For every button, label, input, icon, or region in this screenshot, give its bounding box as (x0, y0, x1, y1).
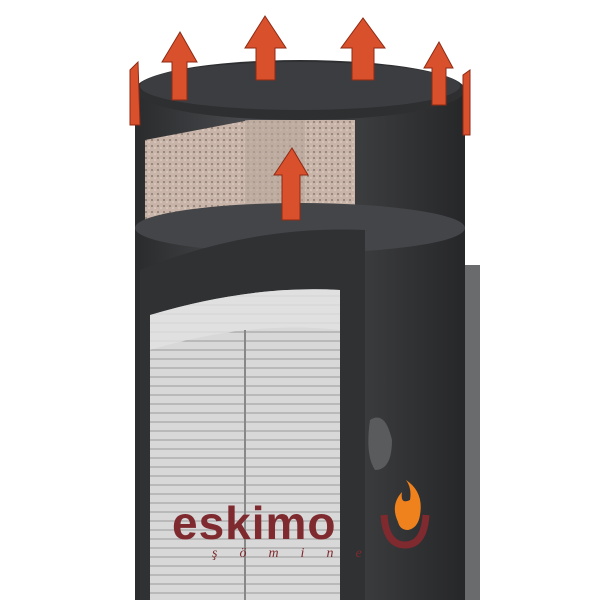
arrow (462, 69, 471, 136)
arrow (423, 40, 454, 106)
arrow (161, 31, 198, 101)
arrow (273, 147, 309, 221)
heat-arrows (129, 15, 471, 221)
arrow (340, 17, 386, 81)
brand-logo: eskimo şömine (172, 500, 384, 562)
arrow (244, 15, 287, 81)
logo-brand: eskimo (172, 497, 337, 549)
door-handle (368, 417, 392, 470)
flame-icon (380, 480, 430, 549)
logo-subtitle: şömine (212, 546, 384, 561)
arrow (129, 60, 141, 126)
